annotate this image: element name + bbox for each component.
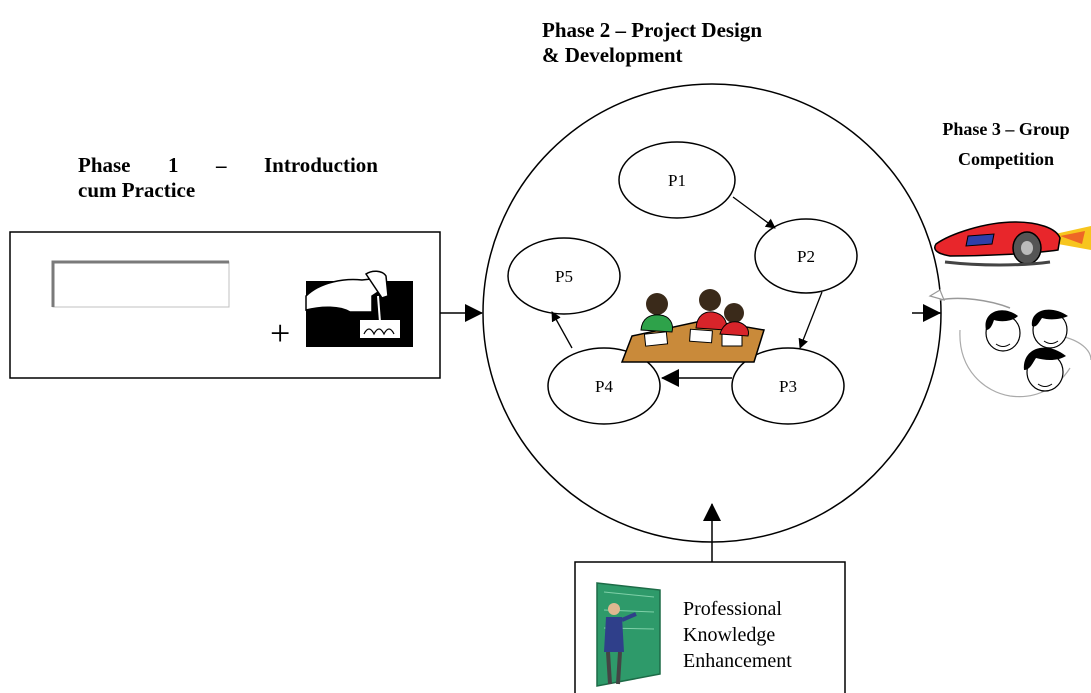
phase1-title-line2: cum Practice [78, 178, 196, 202]
phase3-title-line2: Competition [958, 149, 1054, 169]
knowledge-label-line2: Knowledge [683, 624, 776, 646]
empty-field-graphic [51, 260, 230, 308]
node-p2 [754, 218, 858, 294]
race-car-image [934, 221, 1091, 267]
plus-sign: + [270, 313, 290, 353]
node-p3 [731, 347, 845, 425]
phase2-title: Phase 2 – Project Design & Development [542, 18, 842, 68]
node-p1 [618, 141, 736, 219]
phase3-title-line1: Phase 3 – Group [942, 119, 1070, 139]
node-label-p5: P5 [555, 267, 573, 286]
arrow-p2-to-p3 [798, 291, 823, 349]
knowledge-label-line1: Professional [683, 598, 782, 620]
node-label-p1: P1 [668, 171, 686, 190]
hand-practice-image [305, 270, 413, 347]
phase1-title: Phase 1 – Introduction cum Practice [78, 153, 378, 203]
node-label-p4: P4 [595, 377, 613, 396]
knowledge-label-line3: Enhancement [683, 650, 792, 672]
phase2-title-line2: & Development [542, 43, 683, 67]
students-illustration [620, 289, 765, 363]
arrow-p1-to-p2 [732, 196, 776, 229]
node-label-p3: P3 [779, 377, 797, 396]
node-p4 [547, 347, 661, 425]
phase1-title-word: – [216, 153, 227, 177]
phase2-title-line1: Phase 2 – Project Design [542, 18, 763, 42]
knowledge-label: Professional Knowledge Enhancement [683, 596, 792, 674]
phase1-title-word: 1 [168, 153, 179, 177]
phase1-title-word: Phase [78, 153, 131, 177]
phase3-title: Phase 3 – Group Competition [916, 114, 1091, 174]
arrow-p4-to-p5 [551, 311, 573, 349]
node-p5 [507, 237, 621, 315]
phase1-title-word: Introduction [264, 153, 378, 177]
node-label-p2: P2 [797, 247, 815, 266]
cheering-group-image [928, 289, 1091, 398]
teacher-at-board-image [596, 582, 661, 687]
